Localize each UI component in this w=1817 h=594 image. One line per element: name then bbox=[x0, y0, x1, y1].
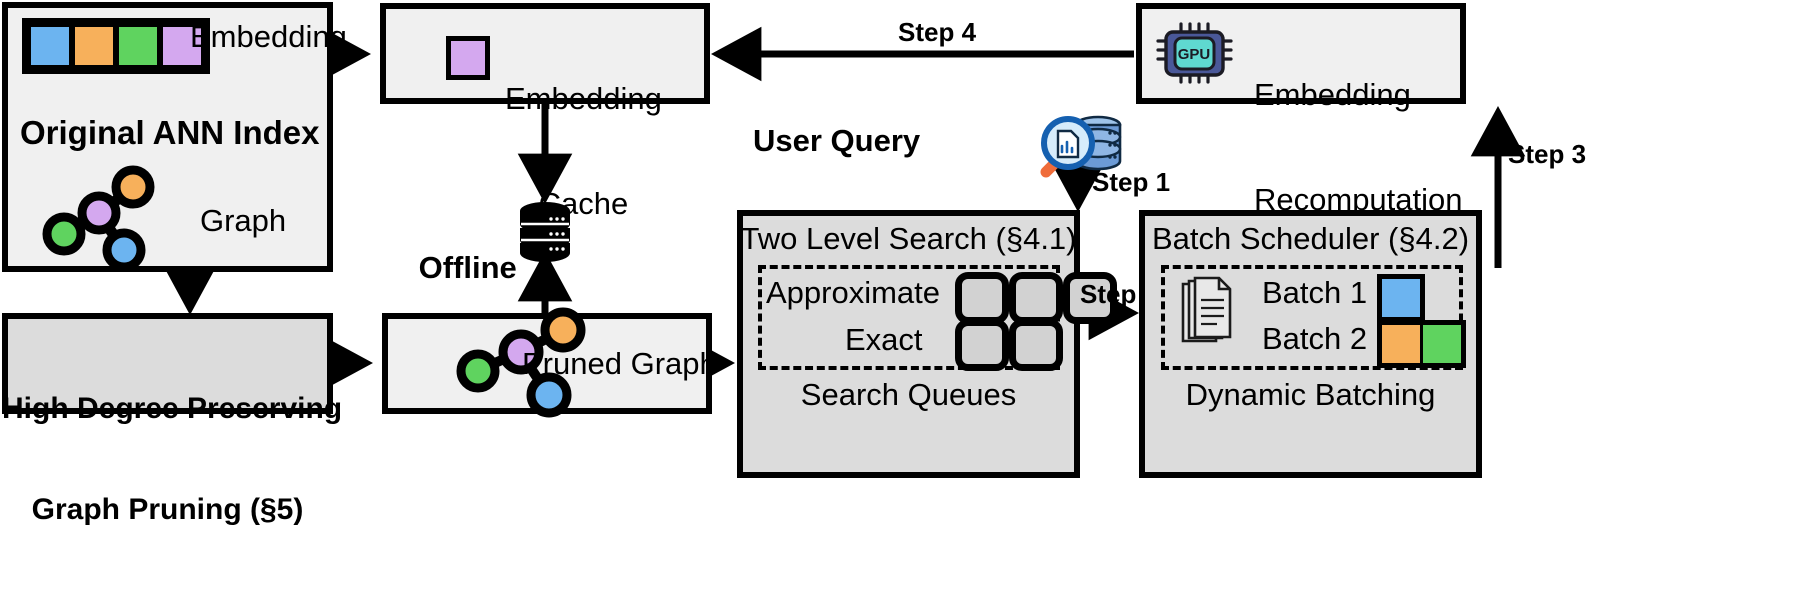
step4-label: Step 4 bbox=[898, 17, 977, 47]
step1-label: Step 1 bbox=[1092, 167, 1171, 197]
embedding-strip bbox=[22, 18, 210, 74]
embedding-cell-green bbox=[116, 24, 160, 68]
embedding-cell-purple bbox=[160, 24, 204, 68]
dynamic-batching-dashed-region bbox=[1161, 265, 1463, 370]
embedding-cell-blue bbox=[28, 24, 72, 68]
graph-pruning-line1: High Degree Preserving bbox=[2, 392, 343, 426]
queue-slot[interactable] bbox=[955, 272, 1009, 324]
queue-slot[interactable] bbox=[1063, 272, 1117, 324]
pruned-graph-title: Pruned Graph bbox=[522, 346, 717, 381]
two-level-search-title: Two Level Search (§4.1) bbox=[740, 221, 1077, 256]
batch-scheduler-title: Batch Scheduler (§4.2) bbox=[1151, 221, 1470, 256]
queue-slot[interactable] bbox=[1009, 319, 1063, 371]
batch-2-label: Batch 2 bbox=[1262, 321, 1368, 356]
offline-storage-line1: Offline bbox=[418, 250, 517, 286]
graph-pruning-panel bbox=[2, 313, 333, 414]
embedding-cache-title-line2: Cache bbox=[538, 185, 629, 221]
original-ann-index-title: Original ANN Index bbox=[20, 114, 320, 151]
embedding-cache-title-line1: Embedding bbox=[505, 81, 662, 117]
embedding-cache-panel bbox=[380, 3, 710, 104]
search-queues-footer: Search Queues bbox=[800, 377, 1017, 412]
embedding-cell-orange bbox=[72, 24, 116, 68]
queue-slot[interactable] bbox=[955, 319, 1009, 371]
batch-swatch-green bbox=[1423, 325, 1461, 363]
graph-label: Graph bbox=[200, 203, 287, 238]
embedding-cache-swatch-icon bbox=[446, 36, 490, 80]
batch-swatch-blue bbox=[1382, 279, 1420, 317]
dynamic-batching-footer: Dynamic Batching bbox=[1185, 377, 1436, 412]
graph-pruning-line2: Graph Pruning (§5) bbox=[31, 492, 304, 526]
search-row-label-approximate: Approximate bbox=[766, 275, 941, 310]
batch-1-swatches bbox=[1377, 274, 1425, 322]
batch-swatch-orange bbox=[1382, 325, 1423, 363]
batch-1-label: Batch 1 bbox=[1262, 275, 1368, 310]
search-row-label-exact: Exact bbox=[845, 322, 923, 357]
diagram-canvas: Embedding Original ANN Index Graph Embed… bbox=[2, 2, 1587, 526]
queue-slot[interactable] bbox=[1009, 272, 1063, 324]
step3-label: Step 3 bbox=[1508, 139, 1587, 169]
embedding-label: Embedding bbox=[190, 19, 347, 54]
user-query-label: User Query bbox=[753, 123, 921, 158]
batch-2-swatches bbox=[1377, 320, 1466, 368]
graph-pruning-title: High Degree Preserving Graph Pruning (§5… bbox=[2, 325, 343, 594]
embedding-cache-title: Embedding Cache bbox=[505, 13, 662, 291]
recomputation-server-title-line1: Embedding bbox=[1254, 77, 1411, 113]
search-queue-row-exact bbox=[955, 319, 1063, 371]
